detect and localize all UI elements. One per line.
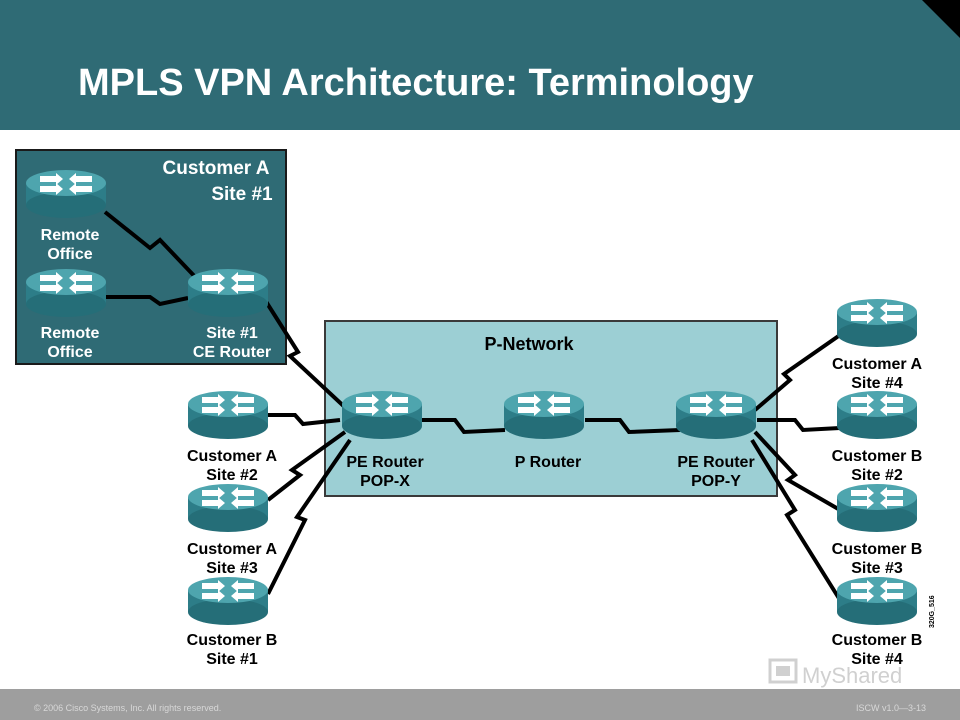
label-cb3-l1: Customer B: [832, 541, 923, 558]
label-cb4-l1: Customer B: [832, 632, 923, 649]
router-customer-b-site4: [837, 577, 917, 625]
label-ca3-l1: Customer A: [187, 541, 278, 558]
label-remote-office-2-l1: Remote: [41, 325, 100, 342]
header-corner: [922, 0, 960, 38]
site-box-title-line2: Site #1: [211, 184, 273, 205]
label-ca4-l2: Site #4: [851, 375, 903, 392]
label-ce1-l1: Site #1: [206, 325, 258, 342]
router-p: [504, 391, 584, 439]
label-remote-office-2-l2: Office: [47, 344, 92, 361]
label-ca3-l2: Site #3: [206, 560, 258, 577]
slide-title: MPLS VPN Architecture: Terminology: [78, 62, 754, 104]
slide-header: MPLS VPN Architecture: Terminology: [0, 0, 960, 130]
p-network-label: P-Network: [484, 334, 574, 354]
slide-footer: © 2006 Cisco Systems, Inc. All rights re…: [0, 689, 960, 720]
links: [103, 210, 842, 602]
link-pey-ca4: [753, 333, 842, 412]
link-cb1-pex: [266, 438, 352, 595]
router-ce1: [188, 269, 268, 317]
router-customer-b-site3: [837, 484, 917, 532]
link-pey-cb4: [750, 438, 842, 602]
link-ce1-pex: [263, 298, 352, 414]
label-p-router: P Router: [515, 454, 581, 471]
link-p-pey: [585, 418, 681, 435]
label-cb3-l2: Site #3: [851, 560, 903, 577]
footer-copyright: © 2006 Cisco Systems, Inc. All rights re…: [34, 703, 222, 713]
watermark: MyShared: [768, 658, 902, 688]
router-customer-b-site2: [837, 391, 917, 439]
label-cb4-l2: Site #4: [851, 651, 903, 668]
label-ca2-l2: Site #2: [206, 467, 258, 484]
router-pe-x: [342, 391, 422, 439]
link-ca2-pex: [268, 413, 341, 427]
label-ca2-l1: Customer A: [187, 448, 278, 465]
router-customer-a-site2: [188, 391, 268, 439]
figure-code: 320G_516: [929, 595, 936, 628]
footer-page-number: ISCW v1.0—3-13: [855, 703, 926, 713]
label-cb2-l1: Customer B: [832, 448, 923, 465]
label-pe-y-l1: PE Router: [677, 454, 754, 471]
router-customer-a-site4: [837, 299, 917, 347]
label-cb1-l1: Customer B: [187, 632, 278, 649]
router-remote-office-1: [26, 170, 106, 218]
watermark-text: MyShared: [802, 663, 902, 688]
link-pey-cb3: [753, 430, 841, 512]
router-pe-y: [676, 391, 756, 439]
link-pex-p: [420, 418, 506, 435]
label-ca4-l1: Customer A: [832, 356, 923, 373]
label-pe-y-l2: POP-Y: [691, 473, 741, 490]
label-pe-x-l2: POP-X: [360, 473, 410, 490]
link-ca3-pex: [266, 430, 347, 502]
link-remote1-ce1: [103, 210, 202, 284]
label-ce1-l2: CE Router: [193, 344, 271, 361]
router-customer-b-site1: [188, 577, 268, 625]
label-remote-office-1-l2: Office: [47, 246, 92, 263]
router-remote-office-2: [26, 269, 106, 317]
label-cb1-l2: Site #1: [206, 651, 258, 668]
label-pe-x-l1: PE Router: [346, 454, 423, 471]
router-customer-a-site3: [188, 484, 268, 532]
link-remote2-ce1: [105, 295, 189, 307]
label-cb2-l2: Site #2: [851, 467, 903, 484]
label-remote-office-1-l1: Remote: [41, 227, 100, 244]
link-pey-cb2: [757, 418, 841, 433]
site-box-title-line1: Customer A: [163, 158, 270, 179]
